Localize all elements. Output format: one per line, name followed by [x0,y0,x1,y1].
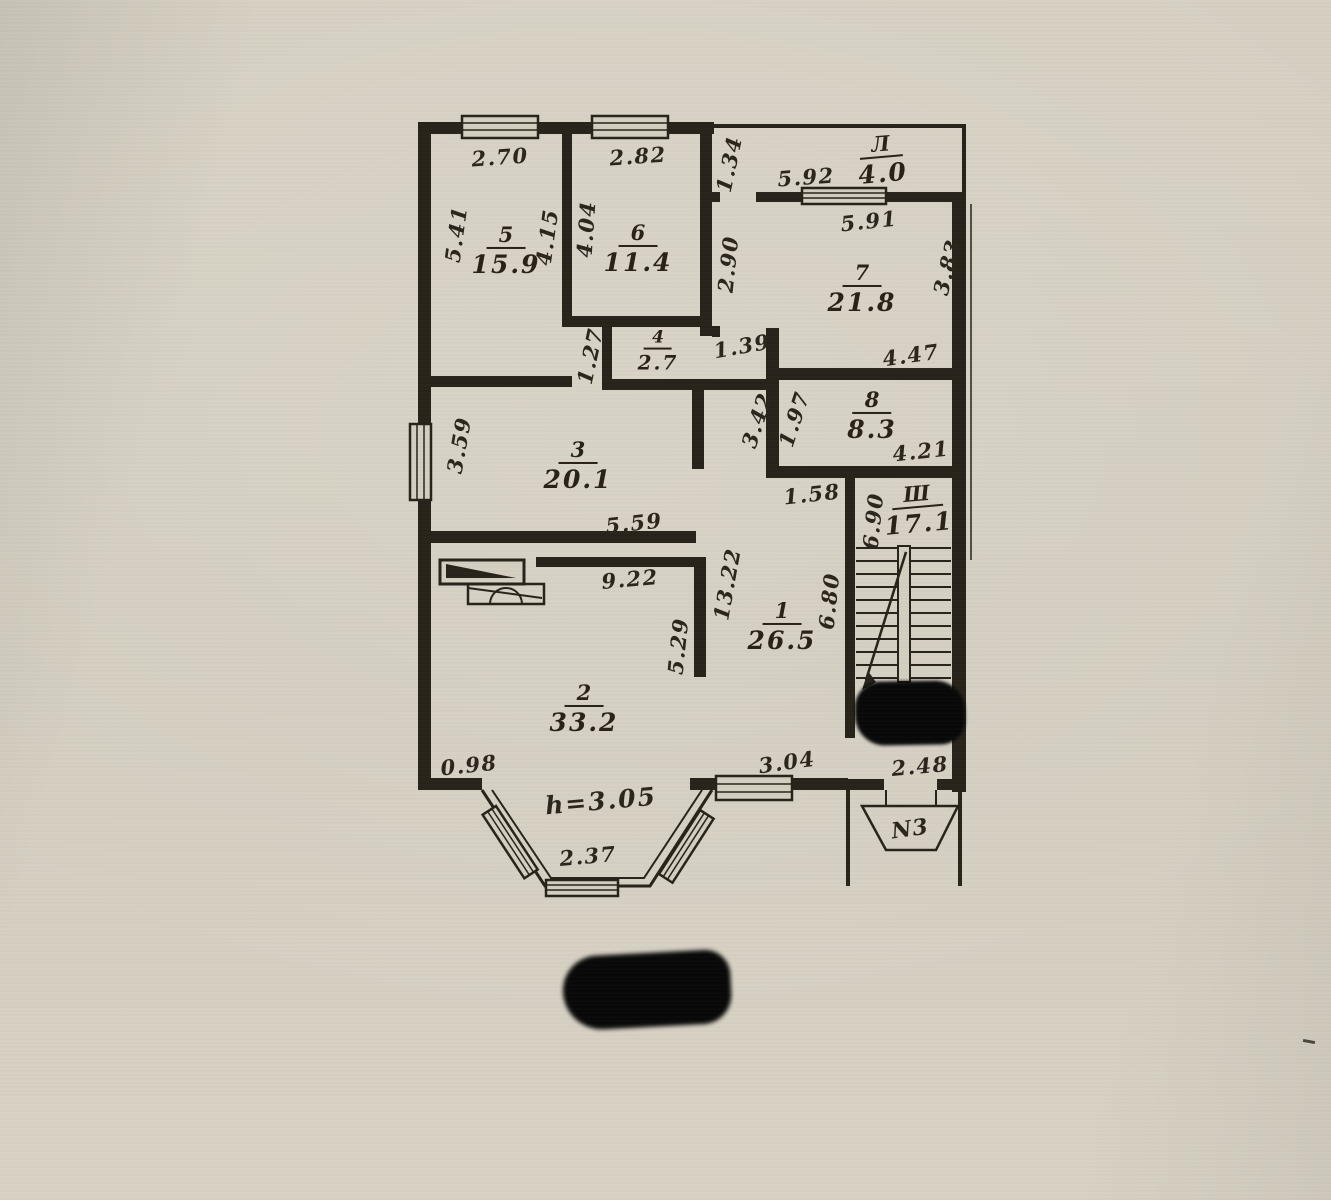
wall-segment [845,478,855,738]
window-room1-bottom [714,774,794,802]
entrance-porch [859,790,961,852]
room-area: 26.5 [747,626,817,656]
wall-segment [962,124,966,198]
wall-segment [756,192,804,202]
room-label-2: 2 33.2 [549,681,619,738]
bay-window [480,789,716,898]
wall-segment [712,326,720,337]
wall-segment [562,128,572,326]
room-area: 33.2 [549,708,619,738]
window-room3-left [408,422,433,502]
staircase [856,545,951,690]
fireplace [438,558,546,606]
fireplace-hearth [466,582,546,606]
fireplace-fill [446,564,516,578]
wall-segment [846,790,850,886]
window-room5-top [460,114,540,140]
room-number: Л [858,130,903,160]
window-loggia [800,186,888,206]
windows [408,114,888,802]
wall-segment [536,557,706,567]
wall-segment [700,122,712,336]
room-label-7: 7 21.8 [827,261,897,318]
dim-loggia-width: 5.92 [776,162,836,192]
wall-segment [952,196,966,792]
room-number: 1 [762,599,802,626]
redaction-blob-stairwell [854,680,966,746]
room-number: 3 [558,438,598,465]
dim-stair-bottom: 2.48 [890,751,950,781]
wall-segment [694,557,706,677]
room-area: 15.9 [471,250,541,280]
room-label-4: 4 2.7 [637,329,679,375]
room-area: 17.1 [883,506,955,541]
bay-window-bottom [544,878,620,898]
wall-segment [692,379,704,469]
porch-outline [859,804,961,852]
room-label-5: 5 15.9 [471,223,541,280]
fireplace-diagonal [467,587,543,599]
stair-direction-line [864,551,908,681]
room-label-6: 6 11.4 [603,221,673,278]
wall-segment [602,379,779,390]
room-label-3: 3 20.1 [543,438,613,495]
wall-segment [845,779,884,790]
room-number: 7 [842,261,882,288]
bay-window-left [480,804,540,881]
room-area: 21.8 [827,288,897,318]
entrance-label: N3 [889,813,931,845]
wall-segment [562,316,712,327]
room-number: 6 [618,221,658,248]
redaction-blob-bottom [561,948,733,1032]
stair-treads [856,547,951,679]
wall-segment [958,790,962,886]
dim-r6-left: 4.04 [571,199,601,259]
dim-r2-top: 9.22 [600,564,660,594]
room-number: 2 [564,681,604,708]
room-label-stairwell: Ш 17.1 [881,480,955,542]
room-number: 4 [644,329,672,350]
wall-segment [779,368,954,380]
room-label-loggia: Л 4.0 [855,130,910,191]
wall-segment [766,466,964,478]
room-area: 11.4 [603,248,673,278]
wall-segment [712,124,966,128]
bay-inner-wall [491,789,703,879]
wall-segment [431,778,482,790]
room-area: 20.1 [543,465,613,495]
wall-segment [766,328,779,478]
fireplace-arc [489,587,523,605]
window-room6-top [590,114,670,140]
room-label-1: 1 26.5 [747,599,817,656]
wall-segment [431,376,572,387]
room-area: 2.7 [637,350,679,375]
room-number: 5 [486,223,526,250]
dim-bay-width: 2.37 [558,841,618,871]
room-area: 4.0 [857,156,910,191]
bay-window-right [657,808,716,885]
dim-r6-top: 2.82 [608,141,668,171]
room-label-8: 8 8.3 [847,388,897,445]
wall-segment [884,192,964,202]
wall-segment [712,192,720,202]
wall-segment [431,531,696,543]
room-area: 8.3 [847,415,897,445]
wall-segment [937,779,964,790]
room-number: 8 [852,388,892,415]
stair-stringer [897,545,911,683]
dim-r5-top: 2.70 [470,142,530,172]
wall-segment [602,326,612,387]
